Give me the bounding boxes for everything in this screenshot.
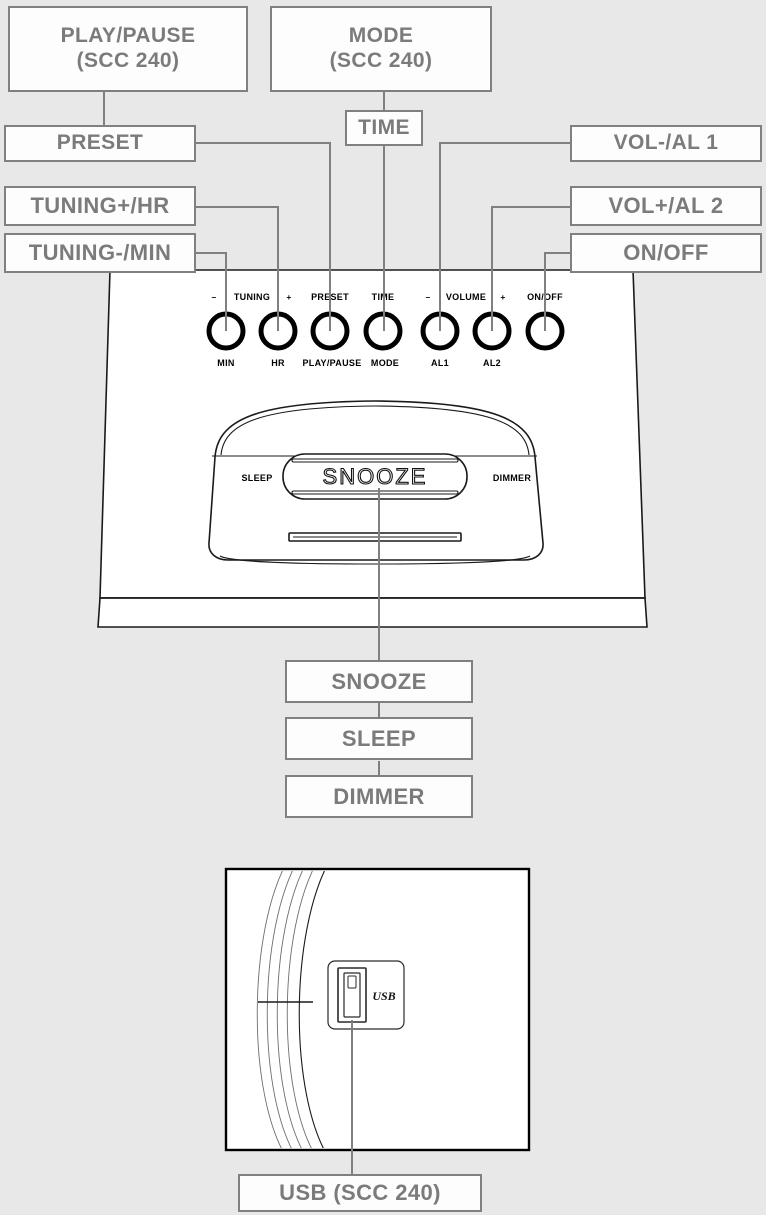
callout-snooze-label: SNOOZE — [331, 668, 427, 694]
callout-play-pause-line1: PLAY/PAUSE — [60, 24, 196, 48]
housing-top-highlight — [220, 405, 530, 456]
housing-bottom-ledge — [219, 555, 531, 565]
callout-vol-plus-al2[interactable]: VOL+/AL 2 — [570, 186, 762, 226]
cabinet-edge-arc-4 — [266, 871, 293, 1148]
cabinet-edge-arc-1 — [298, 871, 326, 1148]
callout-preset-label: PRESET — [56, 131, 144, 155]
callout-dimmer[interactable]: DIMMER — [285, 775, 473, 818]
callout-sleep-label: SLEEP — [341, 725, 417, 751]
callout-tuning-minus-label: TUNING-/MIN — [28, 240, 172, 266]
snooze-button-text: SNOOZE — [323, 464, 428, 489]
connector-vol-plus — [491, 206, 570, 331]
callout-dimmer-label: DIMMER — [333, 783, 425, 809]
volume-plus-sign-label: + — [500, 292, 505, 302]
callout-tuning-plus-hr[interactable]: TUNING+/HR — [4, 186, 196, 226]
connector-preset — [196, 142, 331, 331]
callout-preset[interactable]: PRESET — [4, 125, 196, 162]
callout-vol-plus-label: VOL+/AL 2 — [608, 193, 724, 219]
connector-vol-minus — [439, 142, 570, 331]
callout-sleep[interactable]: SLEEP — [285, 717, 473, 760]
cabinet-edge-arc-2 — [286, 871, 313, 1148]
knob-bottom-labels: MIN HR PLAY/PAUSE MODE AL1 AL2 — [217, 358, 501, 368]
usb-detail-contents: USB — [256, 871, 405, 1148]
callout-on-off-label: ON/OFF — [623, 240, 709, 266]
mode-label: MODE — [371, 358, 399, 368]
connector-tuning-plus — [196, 206, 279, 331]
usb-port-keystone — [347, 975, 357, 989]
callout-vol-minus-al1[interactable]: VOL-/AL 1 — [570, 125, 762, 162]
callout-mode-line2: (SCC 240) — [329, 49, 433, 72]
al2-label: AL2 — [483, 358, 501, 368]
callout-snooze[interactable]: SNOOZE — [285, 660, 473, 703]
display-housing: SNOOZE SLEEP DIMMER — [208, 400, 544, 565]
connector-on-off — [544, 252, 570, 331]
callout-usb-label: USB (SCC 240) — [279, 1180, 441, 1206]
snooze-button[interactable] — [282, 453, 468, 500]
callout-mode-line1: MODE — [348, 24, 414, 48]
callout-on-off[interactable]: ON/OFF — [570, 233, 762, 273]
callout-vol-minus-label: VOL-/AL 1 — [613, 131, 719, 155]
callout-usb[interactable]: USB (SCC 240) — [238, 1174, 482, 1212]
time-label: TIME — [372, 292, 395, 302]
dimmer-label: DIMMER — [493, 473, 531, 483]
snooze-top-gloss — [291, 458, 459, 463]
hr-label: HR — [271, 358, 285, 368]
cabinet-edge-arc-5 — [256, 871, 283, 1148]
sleep-label: SLEEP — [241, 473, 272, 483]
callout-time[interactable]: TIME — [345, 110, 423, 146]
usb-port-label: USB — [372, 989, 395, 1003]
usb-detail-panel: USB — [224, 867, 531, 1152]
tuning-minus-sign-label: – — [212, 292, 217, 302]
tuning-label: TUNING — [234, 292, 270, 302]
callout-mode[interactable]: MODE (SCC 240) — [270, 6, 492, 92]
callout-tuning-minus-min[interactable]: TUNING-/MIN — [4, 233, 196, 273]
volume-label: VOLUME — [446, 292, 486, 302]
callout-time-label: TIME — [358, 115, 410, 139]
callout-play-pause[interactable]: PLAY/PAUSE (SCC 240) — [8, 6, 248, 92]
callout-tuning-plus-label: TUNING+/HR — [30, 193, 170, 219]
min-label: MIN — [217, 358, 234, 368]
al1-label: AL1 — [431, 358, 449, 368]
cabinet-edge-arc-3 — [276, 871, 303, 1148]
tuning-plus-sign-label: + — [286, 292, 291, 302]
snooze-bottom-gloss — [291, 490, 459, 495]
connector-tuning-minus — [196, 252, 227, 331]
callout-play-pause-line2: (SCC 240) — [76, 49, 180, 72]
play-pause-label: PLAY/PAUSE — [302, 358, 361, 368]
volume-minus-sign-label: – — [426, 292, 431, 302]
